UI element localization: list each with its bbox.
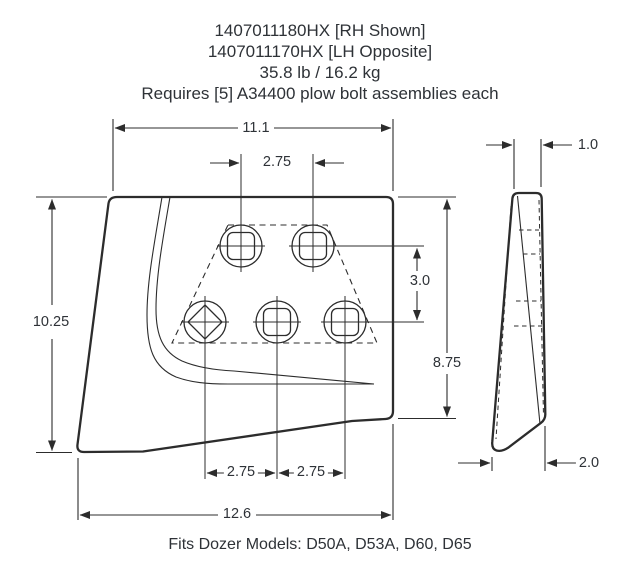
hardware-note: Requires [5] A34400 plow bolt assemblies… bbox=[141, 84, 499, 103]
dim-bottom-width bbox=[77, 424, 394, 520]
dim-right-height-label: 8.75 bbox=[429, 355, 465, 371]
front-view-outline bbox=[76, 195, 395, 454]
side-view-face-edge bbox=[516, 195, 541, 425]
title-block: 1407011180HX [RH Shown] 1407011170HX [LH… bbox=[0, 20, 640, 104]
side-view-outline bbox=[491, 191, 547, 453]
dim-bottom-hole-spacing2-label: 2.75 bbox=[293, 464, 329, 480]
dim-side-bottom-edge-label: 2.0 bbox=[575, 455, 603, 471]
right-extension-lines bbox=[398, 196, 456, 420]
dim-left-height bbox=[36, 196, 107, 454]
dim-side-top-thickness-label: 1.0 bbox=[574, 137, 602, 153]
dim-bottom-width-label: 12.6 bbox=[219, 506, 255, 522]
wear-edge-contour bbox=[146, 196, 375, 385]
hole-centerlines bbox=[181, 154, 424, 479]
side-view bbox=[491, 191, 547, 453]
dim-hole-row-spacing-label: 3.0 bbox=[406, 273, 434, 289]
dim-side-top-thickness bbox=[486, 139, 572, 189]
side-view-hidden-lines bbox=[495, 199, 544, 440]
dimension-lines bbox=[36, 119, 576, 520]
dim-top-hole-spacing-label: 2.75 bbox=[259, 154, 295, 170]
weight-spec: 35.8 lb / 16.2 kg bbox=[259, 63, 381, 82]
part-number-lh: 1407011170HX [LH Opposite] bbox=[207, 42, 433, 61]
bolt-pattern-dashed-outline bbox=[171, 224, 378, 344]
front-view bbox=[76, 154, 424, 479]
dim-left-height-label: 10.25 bbox=[29, 314, 73, 330]
dim-bottom-hole-spacing1-label: 2.75 bbox=[223, 464, 259, 480]
dim-side-bottom-edge bbox=[458, 426, 576, 471]
fits-models-note: Fits Dozer Models: D50A, D53A, D60, D65 bbox=[168, 536, 472, 553]
dim-top-width-label: 11.1 bbox=[239, 120, 273, 136]
part-number-rh: 1407011180HX [RH Shown] bbox=[214, 21, 426, 40]
dim-top-width bbox=[112, 119, 394, 191]
bolt-holes bbox=[183, 224, 367, 344]
